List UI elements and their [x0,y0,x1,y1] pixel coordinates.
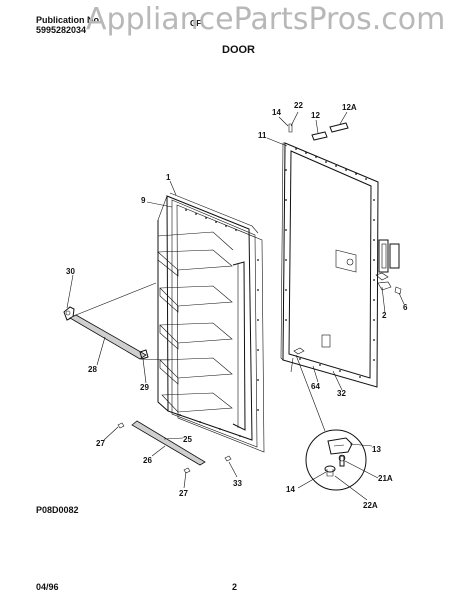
callout-14-detail: 14 [286,485,295,494]
screw-33 [224,455,232,462]
callout-13: 13 [372,445,381,454]
page-title: DOOR [222,44,255,56]
hinge-12 [311,131,328,141]
footer-date: 04/96 [36,582,59,592]
leader-lines [66,111,405,501]
callout-30: 30 [66,267,75,276]
callout-22a: 22A [363,501,378,510]
screw-27a [117,422,125,429]
hinge-bracket-13 [327,437,353,455]
callout-27-left: 27 [96,439,105,448]
callout-64: 64 [311,382,320,391]
callout-32: 32 [337,389,346,398]
door-outer-panel [280,142,402,388]
footer-page: 2 [232,582,238,592]
washer-14 [324,465,336,473]
callout-25: 25 [183,435,192,444]
gasket-screw-dots [285,148,375,378]
callout-6: 6 [403,303,408,312]
screw-27b [183,467,191,474]
model-number: GF- [190,19,204,28]
callout-22: 22 [294,101,303,110]
callout-11: 11 [258,131,267,140]
callout-12a: 12A [342,103,357,112]
figure-code: P08D0082 [36,505,79,515]
publication-number: 5995282034 [36,25,87,35]
callout-29: 29 [140,383,149,392]
callout-27-bottom: 27 [179,489,188,498]
gasket-1 [169,192,259,234]
callout-26: 26 [143,456,152,465]
callout-9: 9 [141,196,146,205]
callout-12: 12 [311,111,320,120]
bracket-30 [63,306,75,321]
door-liner [157,195,265,453]
callout-21a: 21A [378,474,393,483]
watermark: AppliancePartsPros.com [86,2,446,37]
callout-labels: 14 22 12A 12 11 1 9 30 6 2 28 29 64 32 2… [66,101,408,510]
callout-1: 1 [166,173,171,182]
callout-2: 2 [382,311,387,320]
clip-29 [139,349,149,360]
door-handle [378,239,389,273]
shelf-bar-26 [131,420,206,466]
pin-21a [339,455,345,467]
screw-22 [288,123,293,133]
callout-33: 33 [233,479,242,488]
detail-circle [305,429,367,491]
hinge-cover-12a [329,122,349,133]
publication-label: Publication No. [36,15,102,25]
callout-28: 28 [88,365,97,374]
shelf-bar-28 [69,314,147,360]
callout-14-top: 14 [272,108,281,117]
